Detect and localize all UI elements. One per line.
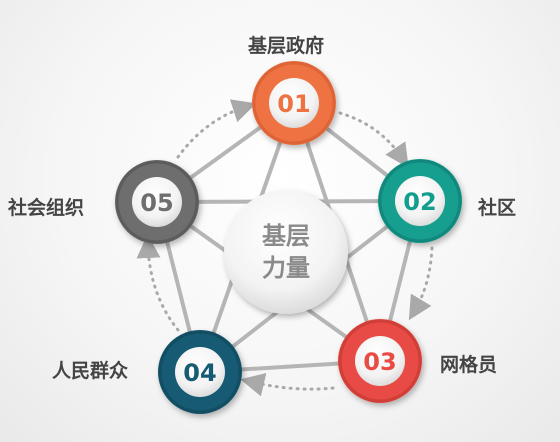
node-label-02: 社区: [478, 197, 517, 219]
node-ring-edge: [158, 330, 242, 414]
node-ring-edge: [252, 61, 336, 145]
node-inner-circle: [269, 78, 319, 128]
cycle-arrow: [240, 373, 335, 397]
node-number: 05: [140, 189, 173, 217]
center-label-line1: 基层: [262, 222, 310, 250]
cycle-arrow: [136, 234, 180, 332]
nodes: 01 02 03 04 05: [115, 61, 462, 414]
cycle-arrow: [408, 246, 434, 321]
cycle-arrows: [136, 99, 434, 397]
node-03: 03: [338, 319, 422, 403]
node-ring-edge: [338, 319, 422, 403]
node-label-05: 社会组织: [8, 197, 85, 219]
node-02: 02: [378, 159, 462, 243]
node-04: 04: [158, 330, 242, 414]
node-inner-circle: [355, 336, 405, 386]
node-ring-edge: [378, 159, 462, 243]
cycle-arrow: [338, 111, 409, 168]
node-05: 05: [115, 160, 199, 244]
node-01: 01: [252, 61, 336, 145]
node-number: 02: [403, 188, 436, 216]
node-number: 04: [183, 359, 216, 387]
center-circle: 基层 力量: [224, 190, 348, 314]
node-inner-circle: [395, 176, 445, 226]
node-label-01: 基层政府: [248, 35, 325, 57]
node-inner-circle: [132, 177, 182, 227]
node-label-04: 人民群众: [52, 360, 129, 382]
node-inner-circle: [175, 347, 225, 397]
center-label-line2: 力量: [262, 254, 310, 282]
node-ring-edge: [115, 160, 199, 244]
node-label-03: 网格员: [440, 354, 498, 376]
cycle-arrow: [176, 99, 257, 159]
node-number: 01: [277, 90, 310, 118]
node-number: 03: [363, 348, 396, 376]
